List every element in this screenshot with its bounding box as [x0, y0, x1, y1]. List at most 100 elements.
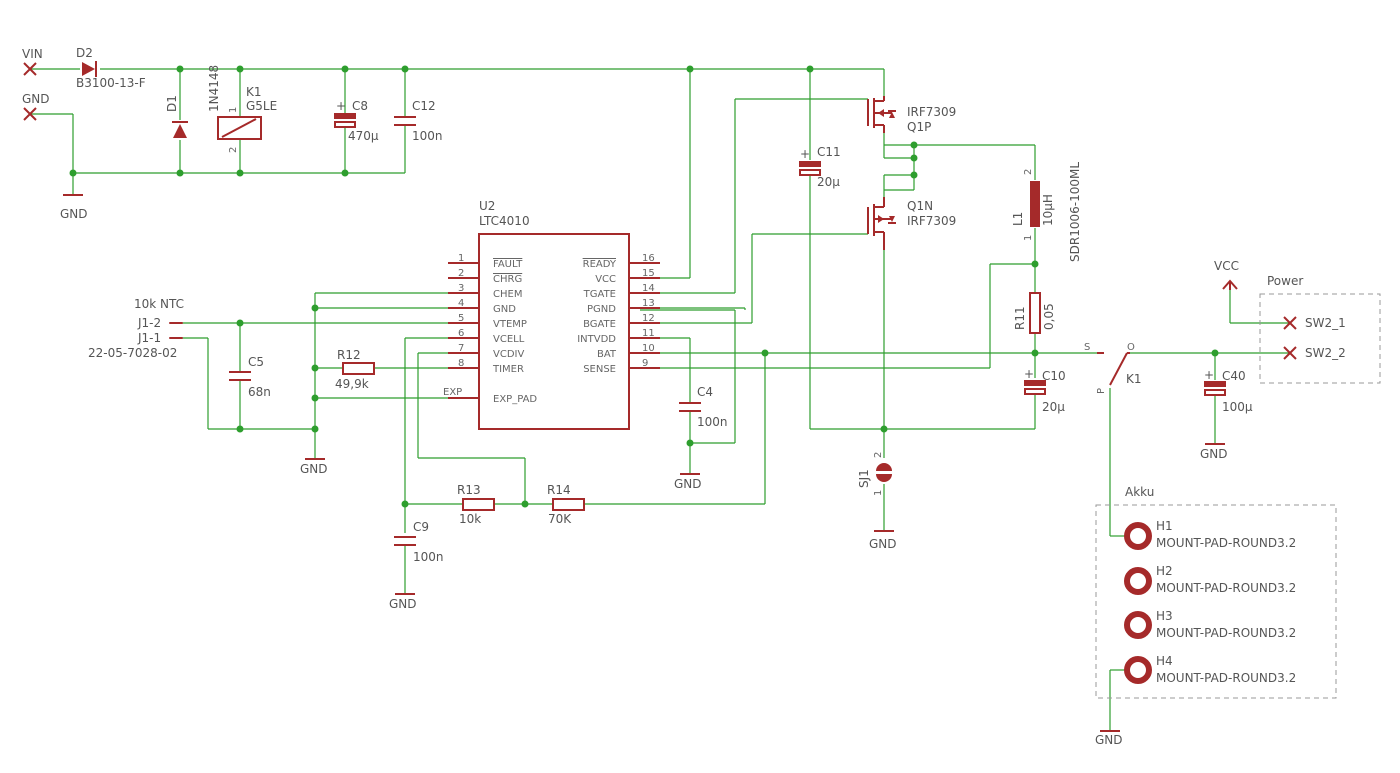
h1-label: H1	[1156, 519, 1173, 533]
k1-p-label: P	[1096, 388, 1107, 394]
resistor-r13: R13 10k	[457, 483, 495, 526]
ground-symbol-3: GND	[674, 473, 702, 491]
u2-right-pin-name: TGATE	[583, 289, 616, 300]
r14-value: 70K	[548, 512, 572, 526]
r13-label: R13	[457, 483, 481, 497]
gnd-label-3: GND	[674, 477, 702, 491]
gnd-label-4: GND	[389, 597, 417, 611]
c9-value: 100n	[413, 550, 444, 564]
r12-value: 49,9k	[335, 377, 369, 391]
u2-right-pin-name: READY	[583, 259, 617, 270]
akku-frame: Akku	[1095, 485, 1337, 699]
sw2-2-label: SW2_2	[1305, 346, 1346, 360]
k1-s-label: S	[1084, 342, 1090, 353]
u2-right-pin-number: 9	[642, 358, 648, 369]
capacitor-c11: + C11 20µ	[799, 145, 841, 189]
capacitor-c4: C4 100n	[679, 385, 728, 429]
u2-exp-name: EXP_PAD	[493, 394, 537, 405]
u2-exp-pin: EXP	[443, 387, 462, 398]
sj1-label: SJ1	[857, 469, 871, 488]
diode-d2: D2 B3100-13-F	[76, 46, 146, 90]
ground-symbol-5: GND	[869, 530, 897, 551]
u2-left-pin-number: 4	[458, 298, 464, 309]
l1-pin1: 1	[1023, 235, 1034, 241]
d1-value: 1N4148	[207, 65, 221, 112]
u2-right-pin-name: BGATE	[583, 319, 616, 330]
u2-left-pin-name: FAULT	[493, 259, 523, 270]
k1-pin1: 1	[228, 107, 239, 113]
u2-left-pin-number: 6	[458, 328, 464, 339]
u2-left-pin-number: 5	[458, 313, 464, 324]
h2-value: MOUNT-PAD-ROUND3.2	[1156, 581, 1296, 595]
c4-label: C4	[697, 385, 713, 399]
j1-1-label: J1-1	[137, 331, 161, 345]
u2-left-pin-name: TIMER	[492, 364, 524, 375]
j1-2-label: J1-2	[137, 316, 161, 330]
u2-left-pin-number: 7	[458, 343, 464, 354]
capacitor-c10: + C10 20µ	[1024, 367, 1066, 414]
relay-k1-coil: K1 G5LE 1 2	[217, 85, 277, 153]
c40-plus: +	[1204, 368, 1214, 382]
d2-value: B3100-13-F	[76, 76, 146, 90]
c8-value: 470µ	[348, 129, 379, 143]
h2-label: H2	[1156, 564, 1173, 578]
c10-value: 20µ	[1042, 400, 1065, 414]
wires	[30, 68, 1290, 730]
resistor-r11: R11 0,05	[1013, 292, 1056, 334]
ground-symbol-2: GND	[300, 458, 328, 476]
c9-label: C9	[413, 520, 429, 534]
h4-value: MOUNT-PAD-ROUND3.2	[1156, 671, 1296, 685]
ground-symbol-4: GND	[389, 593, 417, 611]
u2-left-pin-name: CHRG	[493, 274, 522, 285]
relay-k1-contact: S O P K1	[1084, 342, 1142, 394]
u2-right-pin-number: 11	[642, 328, 655, 339]
u2-right-pin-number: 12	[642, 313, 655, 324]
ic-u2: U2 LTC4010 1FAULT2CHRG3CHEM4GND5VTEMP6VC…	[443, 199, 660, 430]
d1-label: D1	[165, 95, 179, 112]
u2-left-pin-number: 8	[458, 358, 464, 369]
resistor-r12: R12 49,9k	[335, 348, 375, 391]
c8-plus: +	[336, 99, 346, 113]
l1-label: L1	[1011, 212, 1025, 226]
q1n-label: Q1N	[907, 199, 933, 213]
d2-label: D2	[76, 46, 93, 60]
l1-value: 10µH	[1041, 194, 1055, 226]
u2-left-pin-number: 3	[458, 283, 464, 294]
vcc-supply-symbol: VCC	[1214, 259, 1239, 290]
u2-label: U2	[479, 199, 495, 213]
gnd-label-6: GND	[1200, 447, 1228, 461]
c12-label: C12	[412, 99, 436, 113]
gnd-label-7: GND	[1095, 733, 1123, 747]
u2-right-pin-name: INTVDD	[577, 334, 616, 345]
gnd-label-2: GND	[300, 462, 328, 476]
mount-pad-h3: H3 MOUNT-PAD-ROUND3.2	[1124, 609, 1296, 640]
ground-symbol-6: GND	[1200, 443, 1228, 461]
u2-left-pin-name: VTEMP	[493, 319, 527, 330]
ground-symbol-1: GND	[60, 194, 88, 221]
q1p-label: Q1P	[907, 120, 931, 134]
mount-pad-h4: H4 MOUNT-PAD-ROUND3.2	[1124, 654, 1296, 685]
sj1-pin2: 2	[873, 452, 884, 458]
diode-d1: D1 1N4148	[165, 65, 221, 138]
vin-label: VIN	[22, 47, 43, 61]
l1-part: SDR1006-100ML	[1068, 162, 1082, 262]
u2-right-pins: 16READY15VCC14TGATE13PGND12BGATE11INTVDD…	[577, 253, 660, 375]
connector-j1: 10k NTC J1-2 J1-1 22-05-7028-02	[88, 297, 184, 360]
c5-label: C5	[248, 355, 264, 369]
c10-plus: +	[1024, 367, 1034, 381]
k1-contact-label: K1	[1126, 372, 1142, 386]
r12-label: R12	[337, 348, 361, 362]
mount-pad-h2: H2 MOUNT-PAD-ROUND3.2	[1124, 564, 1296, 595]
u2-right-pin-name: PGND	[587, 304, 616, 315]
vin-terminal: VIN	[22, 47, 43, 76]
u2-left-pin-number: 1	[458, 253, 464, 264]
gnd-label-5: GND	[869, 537, 897, 551]
k1-value: G5LE	[246, 99, 277, 113]
resistor-r14: R14 70K	[547, 483, 585, 526]
power-frame: Power SW2_1 SW2_2	[1259, 274, 1381, 384]
u2-right-pin-number: 15	[642, 268, 655, 279]
q1n-part: IRF7309	[907, 214, 956, 228]
r13-value: 10k	[459, 512, 481, 526]
u2-right-pin-name: SENSE	[583, 364, 616, 375]
solder-jumper-sj1: SJ1 2 1	[857, 452, 892, 496]
